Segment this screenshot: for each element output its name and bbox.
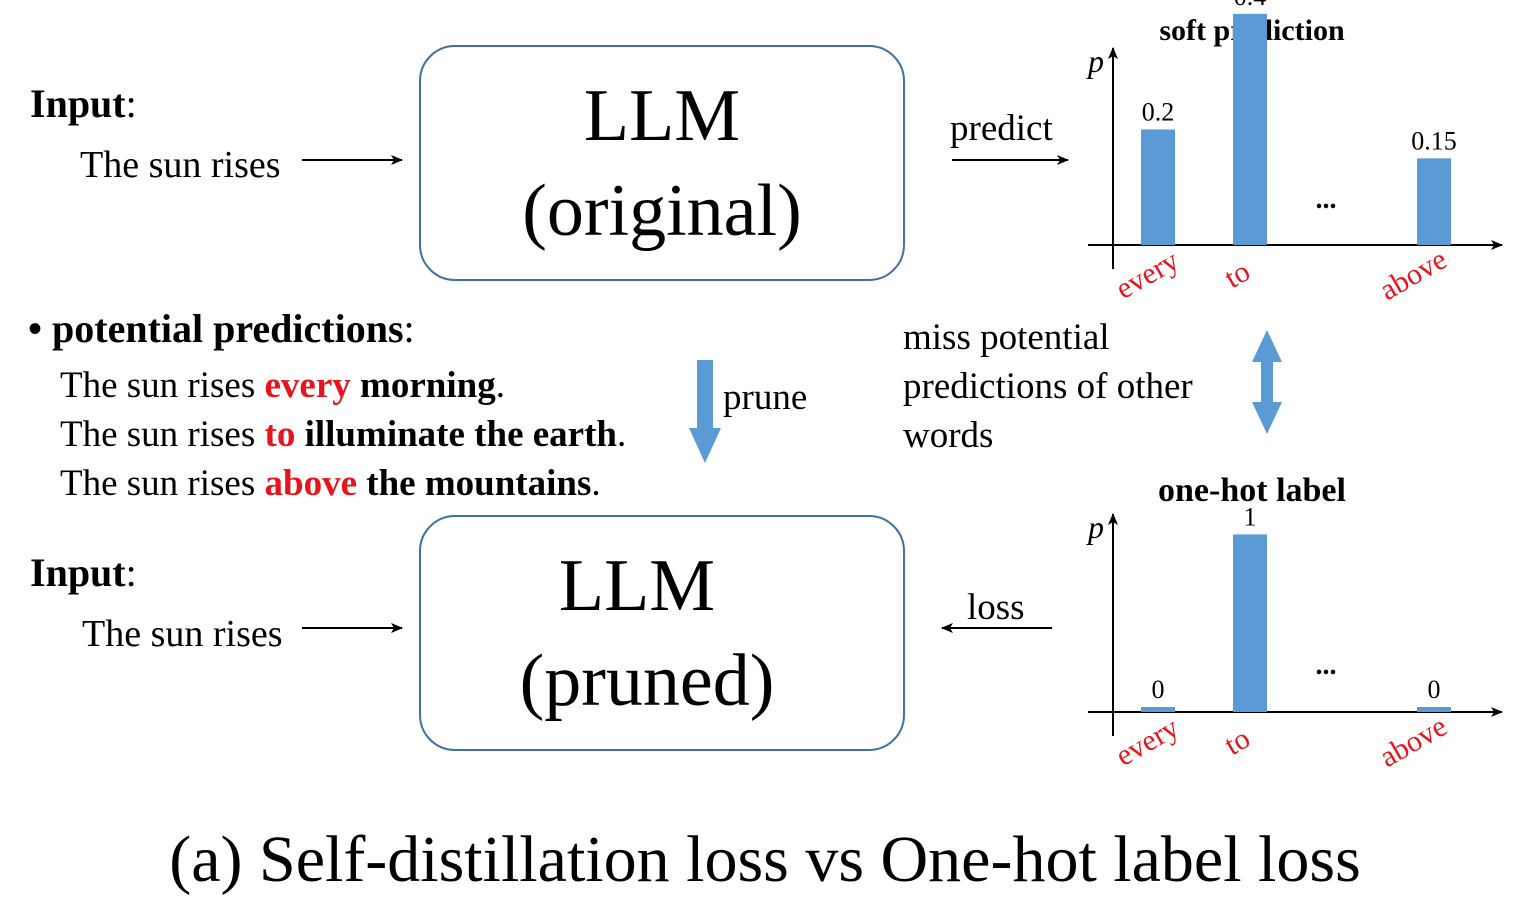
value-label-above: 0 <box>1428 675 1441 704</box>
value-label-every: 0.2 <box>1142 97 1175 126</box>
prune-down-arrow <box>689 360 721 463</box>
llm-pruned-box <box>419 515 905 751</box>
miss-note-line-3: words <box>903 415 994 456</box>
potential-line-2: The sun rises to illuminate the earth. <box>60 414 627 455</box>
figure-caption: (a) Self-distillation loss vs One-hot la… <box>169 823 1361 896</box>
potential-line-1: The sun rises every morning. <box>60 365 505 406</box>
predict-label: predict <box>950 108 1053 149</box>
y-axis-label: p <box>1086 509 1104 545</box>
value-label-above: 0.15 <box>1411 126 1457 155</box>
y-axis-label: p <box>1086 43 1104 79</box>
ellipsis: ... <box>1316 650 1337 681</box>
category-label-above: above <box>1374 710 1453 774</box>
category-label-to: to <box>1219 255 1256 295</box>
one-hot-label-chart: one-hot label p 0 every 1 to 0 above... <box>1086 472 1503 774</box>
value-label-every: 0 <box>1152 675 1165 704</box>
llm-pruned-title: LLM <box>558 545 716 627</box>
chart-title: one-hot label <box>1158 472 1346 509</box>
category-label-to: to <box>1219 722 1256 762</box>
miss-note-line-1: miss potential <box>903 317 1110 358</box>
bar-every <box>1141 129 1175 245</box>
bar-to <box>1233 13 1267 246</box>
prune-label: prune <box>723 377 808 418</box>
miss-double-arrow <box>1252 330 1282 434</box>
top-input-label: Input: <box>30 81 137 126</box>
category-label-every: every <box>1110 711 1184 773</box>
value-label-to: 0.4 <box>1234 0 1267 11</box>
llm-original-box <box>419 45 905 281</box>
potential-line-3: The sun rises above the mountains. <box>60 463 601 504</box>
bottom-input-label: Input: <box>30 550 137 595</box>
loss-label: loss <box>967 587 1025 628</box>
soft-prediction-chart: soft predictionp0.2every0.4to0.15above..… <box>1086 0 1503 307</box>
llm-pruned-subtitle: (pruned) <box>519 640 775 722</box>
bar-above <box>1417 158 1451 245</box>
bar-to <box>1233 534 1267 712</box>
llm-original-subtitle: (original) <box>522 170 802 252</box>
bottom-input-text: The sun rises <box>82 613 283 655</box>
bar-above <box>1417 707 1451 712</box>
miss-note-line-2: predictions of other <box>903 366 1193 407</box>
potential-predictions-heading: • potential predictions: <box>28 306 415 351</box>
top-input-text: The sun rises <box>80 144 281 186</box>
value-label-to: 1 <box>1244 502 1257 531</box>
category-label-above: above <box>1374 243 1453 307</box>
bar-every <box>1141 707 1175 712</box>
ellipsis: ... <box>1316 184 1337 215</box>
category-label-every: every <box>1110 244 1184 306</box>
llm-original-title: LLM <box>583 75 741 157</box>
